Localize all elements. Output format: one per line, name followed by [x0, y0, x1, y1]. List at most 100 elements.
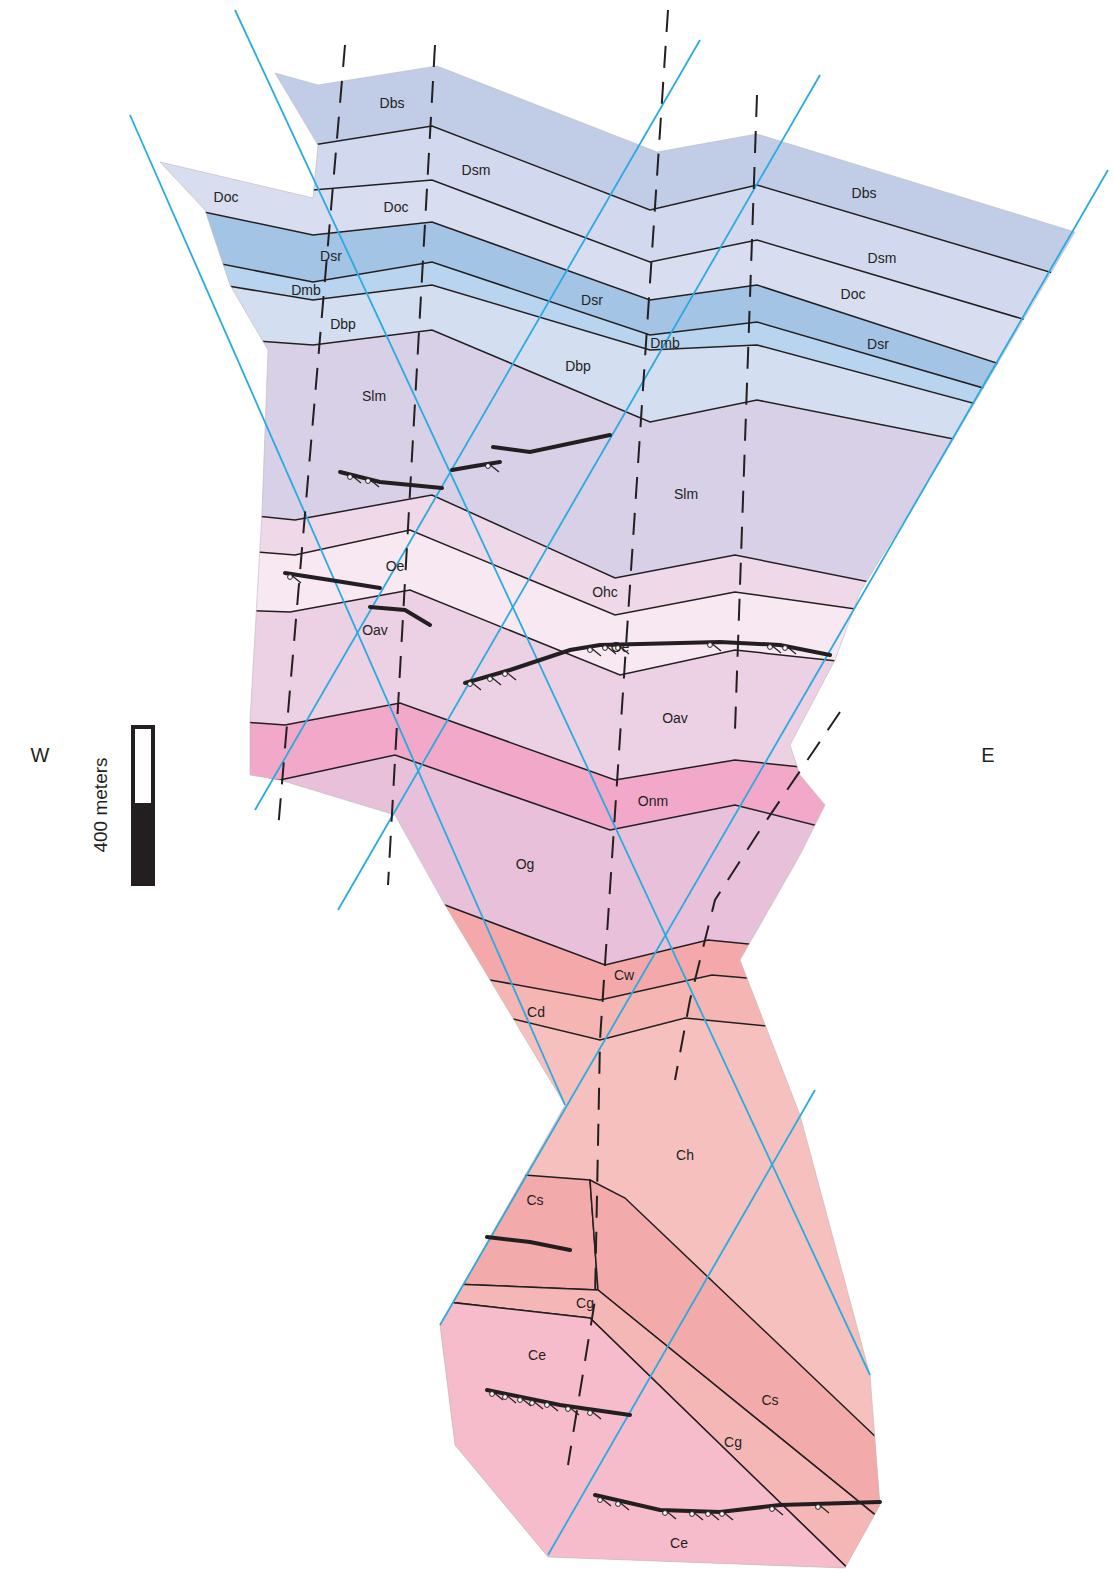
scale-bar-segment — [135, 729, 151, 803]
slip-marker — [530, 1401, 535, 1406]
contact-line — [100, 495, 1110, 630]
contact-line — [100, 990, 1110, 1060]
section-outline — [160, 66, 1075, 1568]
rock-unit — [100, 330, 1110, 630]
thrust-line — [465, 642, 830, 683]
slip-marker — [288, 575, 293, 580]
unit-label: Dsm — [868, 251, 897, 265]
slip-marker — [706, 1512, 711, 1517]
axial-trace — [440, 170, 1108, 1325]
unit-label: Dbp — [330, 317, 356, 331]
rock-unit — [100, 530, 1110, 690]
unit-label: Cs — [526, 1193, 543, 1207]
unit-label: Dbs — [380, 96, 405, 110]
scale-label: 400 meters — [91, 757, 110, 852]
unit-label: Oav — [362, 623, 388, 637]
axial-trace — [255, 40, 700, 810]
thrust-line — [493, 435, 610, 452]
unit-label: Slm — [362, 389, 386, 403]
thrust-line — [487, 1390, 630, 1415]
contact-line — [100, 590, 1110, 690]
contact-line — [100, 190, 1110, 400]
rock-unit — [100, 755, 1110, 980]
slip-marker — [490, 1392, 495, 1397]
unit-label: Ohc — [592, 585, 618, 599]
slip-marker — [720, 1512, 725, 1517]
slip-marker — [366, 479, 371, 484]
contact-line — [100, 755, 1110, 900]
slip-marker — [588, 1411, 593, 1416]
slip-marker — [468, 682, 473, 687]
fault-trace — [735, 95, 757, 730]
unit-label: Doc — [841, 287, 866, 301]
unit-label: Doc — [384, 200, 409, 214]
rock-unit — [430, 1168, 598, 1290]
unit-label: Cd — [527, 1005, 545, 1019]
fault-trace — [388, 45, 435, 885]
thrust-line — [340, 472, 442, 488]
contact-line — [100, 703, 1110, 800]
thrust-line — [452, 462, 500, 470]
slip-marker — [348, 475, 353, 480]
thrust-line — [487, 1237, 570, 1250]
slip-marker — [616, 1502, 621, 1507]
scale-bar — [131, 725, 155, 886]
slip-marker — [503, 1395, 508, 1400]
slip-marker — [770, 1507, 775, 1512]
unit-label: Slm — [674, 487, 698, 501]
slip-marker — [816, 1505, 821, 1510]
unit-label: Dsr — [867, 337, 889, 351]
slip-marker — [503, 672, 508, 677]
contact-line — [100, 145, 1110, 345]
slip-marker — [663, 1511, 668, 1516]
slip-marker — [603, 646, 608, 651]
unit-label: Oe — [386, 559, 405, 573]
fault-trace — [568, 10, 668, 1465]
slip-marker — [690, 1512, 695, 1517]
axial-trace — [548, 1090, 815, 1555]
unit-label: Cs — [761, 1393, 778, 1407]
layers — [100, 0, 1110, 1573]
compass-direction: W — [31, 745, 50, 765]
slip-marker — [783, 646, 788, 651]
rock-unit — [100, 850, 1110, 1010]
slip-marker — [566, 1407, 571, 1412]
slip-marker — [588, 648, 593, 653]
unit-label: Oe — [611, 640, 630, 654]
axial-trace — [130, 115, 565, 1105]
slip-marker — [488, 677, 493, 682]
rock-unit — [100, 990, 1110, 1573]
thrust-line — [285, 573, 380, 588]
fault-trace — [675, 712, 840, 1080]
unit-label: Ch — [676, 1148, 694, 1162]
unit-label: Og — [516, 857, 535, 871]
slip-marker — [518, 1398, 523, 1403]
unit-label: Onm — [638, 794, 668, 808]
unit-label: Dsm — [462, 163, 491, 177]
slip-marker — [545, 1403, 550, 1408]
unit-label: Ce — [528, 1348, 546, 1362]
contact-line — [100, 265, 1110, 440]
axial-trace — [235, 10, 870, 1375]
thrust-faults — [285, 435, 880, 1520]
unit-label: Oav — [662, 711, 688, 725]
slip-marker — [486, 464, 491, 469]
contact-line — [100, 240, 1110, 425]
unit-label: Doc — [214, 190, 239, 204]
unit-label: Dmb — [291, 283, 321, 297]
unit-label: Dsr — [581, 293, 603, 307]
unit-label: Cg — [576, 1296, 594, 1310]
unit-label: Cg — [724, 1435, 742, 1449]
unit-label: Dmb — [650, 336, 680, 350]
fault-trace — [278, 45, 345, 830]
slip-marker — [768, 645, 773, 650]
unit-label: Dbs — [852, 186, 877, 200]
rock-unit — [430, 1283, 900, 1573]
thrust-line — [595, 1495, 880, 1512]
rock-unit — [430, 1300, 900, 1573]
slip-marker — [598, 1498, 603, 1503]
unit-label: Dsr — [320, 249, 342, 263]
slip-marker — [708, 643, 713, 648]
